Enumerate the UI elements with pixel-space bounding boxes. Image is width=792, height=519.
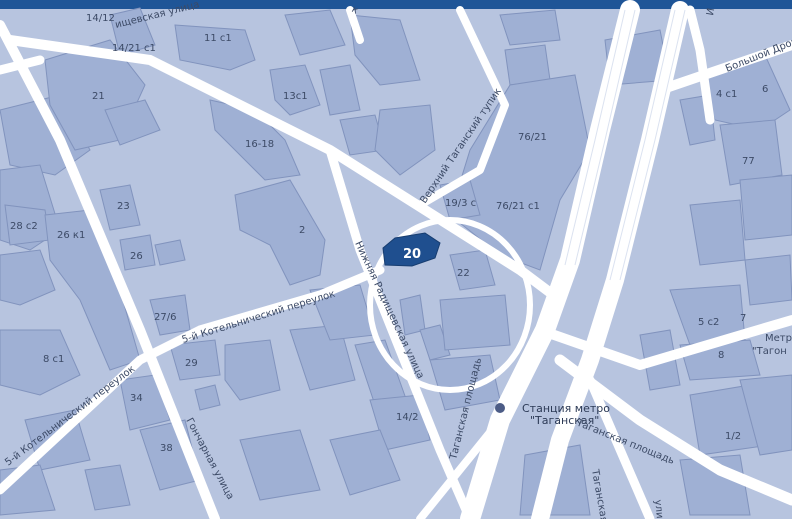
lanes [564, 9, 686, 281]
label-38: 38 [160, 443, 173, 454]
building-23 [99, 184, 141, 231]
building [739, 174, 792, 241]
label-19-3: 19/3 с [445, 198, 476, 209]
square-outline [367, 217, 533, 393]
building-2 [234, 179, 326, 286]
road-kotelnichesky [0, 265, 385, 495]
building [239, 429, 321, 501]
road-verkhny-tagansky [416, 6, 509, 209]
label-76-21-1: 76/21 с1 [496, 201, 540, 212]
street-top-fragment: к [350, 4, 361, 17]
road-bolshoy-drovyanoy [655, 40, 792, 95]
label-8: 8 с1 [43, 354, 64, 365]
label-4: 4 с1 [716, 89, 737, 100]
building-11 [174, 24, 256, 71]
road-ring [460, 0, 640, 519]
building-29 [169, 339, 221, 381]
label-7: 7 [740, 313, 746, 324]
metro-station-label: Станция метро [522, 402, 610, 415]
label-2: 2 [299, 225, 305, 236]
label-13: 13с1 [283, 91, 308, 102]
road [416, 416, 504, 519]
label-14-2: 14/12 [86, 13, 115, 24]
label-26: 26 к1 [57, 230, 85, 241]
building-26b [119, 234, 156, 271]
building [504, 44, 551, 86]
building [439, 294, 511, 351]
building [154, 239, 186, 266]
road-east [535, 315, 792, 370]
building [349, 14, 421, 86]
label-28: 28 с2 [10, 221, 38, 232]
building [0, 249, 56, 306]
street-bottom-right-fragment: ули [652, 499, 665, 519]
label-22: 22 [457, 268, 470, 279]
label-29: 29 [185, 358, 198, 369]
building [374, 104, 436, 176]
label-6: 6 [762, 84, 768, 95]
building [744, 254, 792, 306]
building [289, 324, 356, 391]
road-goncharnaya [0, 20, 220, 519]
road [0, 55, 45, 75]
label-14-21: 14/21 с1 [112, 43, 156, 54]
highlighted-building-20[interactable] [382, 232, 441, 267]
building [419, 324, 451, 361]
building [284, 9, 346, 56]
metro-icon [495, 403, 505, 413]
label-76-21: 76/21 [518, 132, 547, 143]
road [685, 5, 715, 125]
road [585, 375, 655, 519]
label-14-2b: 14/2 [396, 412, 418, 423]
building-77 [719, 119, 783, 186]
building [104, 99, 161, 146]
building [739, 374, 792, 456]
label-34: 34 [130, 393, 143, 404]
building-34 [119, 374, 171, 431]
building-22 [449, 249, 496, 291]
road-taganskaya-square [554, 354, 792, 506]
label-tagansk-right: "Тагон [752, 346, 787, 357]
road [346, 6, 364, 44]
building-14-2 [109, 7, 156, 56]
label-77: 77 [742, 156, 755, 167]
building [194, 384, 221, 411]
label-1-2: 1/2 [725, 431, 741, 442]
label-26b: 26 [130, 251, 143, 262]
building [329, 429, 401, 496]
building [689, 199, 746, 266]
label-5: 5 с2 [698, 317, 719, 328]
building-8 [0, 329, 81, 396]
building [84, 464, 131, 511]
metro-station-name: "Таганская" [530, 414, 599, 427]
road-nizhnyaya-radishchevskaya [325, 145, 475, 519]
label-21: 21 [92, 91, 105, 102]
road-ring-2 [531, 1, 689, 519]
street-vertical-fragment: И [705, 7, 717, 16]
building [499, 9, 561, 46]
building [224, 339, 281, 401]
label-27-6: 27/6 [154, 312, 176, 323]
label-23: 23 [117, 201, 130, 212]
building [319, 64, 361, 116]
highlight-number: 20 [403, 247, 421, 262]
label-metro-right: Метр [765, 333, 792, 344]
building-13 [269, 64, 321, 116]
label-8b: 8 [718, 350, 724, 361]
building-76-21 [449, 74, 591, 271]
label-16-18: 16-18 [245, 139, 274, 150]
label-11: 11 с1 [204, 33, 232, 44]
top-bar [0, 0, 792, 9]
